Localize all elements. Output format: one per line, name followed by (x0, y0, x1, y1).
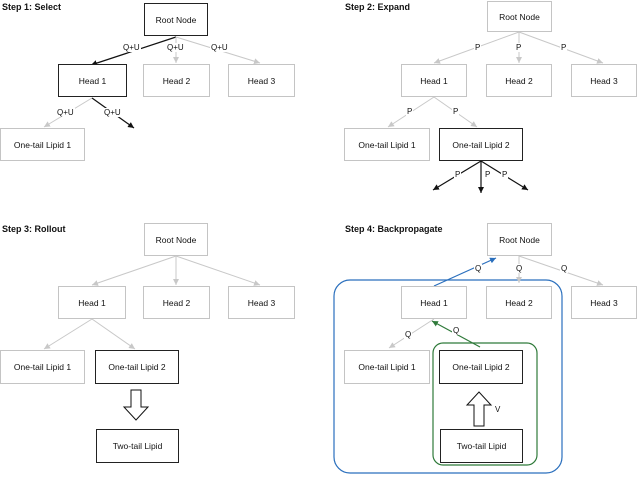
step3-lipid2-node: One-tail Lipid 2 (95, 350, 179, 384)
step1-edge-label: Q+U (210, 43, 229, 52)
step2-head1-node: Head 1 (401, 64, 467, 97)
step1-title: Step 1: Select (2, 2, 62, 12)
step3-head1-node: Head 1 (58, 286, 126, 319)
step1-edge-label: Q+U (122, 43, 141, 52)
step2-edge-label: P (454, 170, 462, 179)
step4-edge-label: Q (515, 264, 524, 273)
step2-lipid2-node: One-tail Lipid 2 (439, 128, 523, 161)
step2-root-node: Root Node (487, 1, 552, 32)
step2-lipid1-node: One-tail Lipid 1 (344, 128, 430, 161)
step1-head3-node: Head 3 (228, 64, 295, 97)
step4-edge-label: Q (452, 326, 461, 335)
step1-head2-node: Head 2 (143, 64, 210, 97)
step3-root-node: Root Node (144, 223, 208, 256)
step2-head3-node: Head 3 (571, 64, 637, 97)
step4-lipid1-node: One-tail Lipid 1 (344, 350, 430, 384)
step2-edge-label: P (501, 170, 509, 179)
step1-head1-node: Head 1 (58, 64, 127, 97)
step2-head2-node: Head 2 (486, 64, 552, 97)
step1-edge-label: Q+U (103, 108, 122, 117)
step1-edge-label: Q+U (56, 108, 75, 117)
step2-title: Step 2: Expand (345, 2, 411, 12)
step4-edge-label: Q (560, 264, 569, 273)
step4-head2-node: Head 2 (486, 286, 552, 319)
step4-edge-label: Q (404, 330, 413, 339)
step3-title: Step 3: Rollout (2, 224, 66, 234)
step3-head2-node: Head 2 (143, 286, 210, 319)
step2-edge-label: P (560, 43, 568, 52)
step2-edge-label: P (474, 43, 482, 52)
step2-edge-label: P (406, 107, 414, 116)
step1-edge-label: Q+U (166, 43, 185, 52)
rollout-hollow-arrow (122, 389, 150, 421)
step4-lipid2-node: One-tail Lipid 2 (439, 350, 523, 384)
step3-lipid1-node: One-tail Lipid 1 (0, 350, 85, 384)
backprop-hollow-arrow (465, 391, 493, 427)
step2-edges (387, 31, 604, 193)
step4-head3-node: Head 3 (571, 286, 637, 319)
step4-two-tail-node: Two-tail Lipid (440, 429, 523, 463)
step2-edge-label: P (515, 43, 523, 52)
step3-two-tail-node: Two-tail Lipid (96, 429, 179, 463)
step3-edges (43, 255, 261, 421)
step1-lipid1-node: One-tail Lipid 1 (0, 128, 85, 161)
step2-edge-label: P (452, 107, 460, 116)
step3-head3-node: Head 3 (228, 286, 295, 319)
step4-root-node: Root Node (487, 223, 552, 256)
green-backprop-region (432, 342, 538, 466)
step4-edge-label: Q (474, 264, 483, 273)
step2-edge-label: P (484, 170, 492, 179)
step4-title: Step 4: Backpropagate (345, 224, 443, 234)
step4-value-label: V (494, 405, 502, 414)
step4-head1-node: Head 1 (401, 286, 467, 319)
step1-root-node: Root Node (144, 3, 208, 36)
